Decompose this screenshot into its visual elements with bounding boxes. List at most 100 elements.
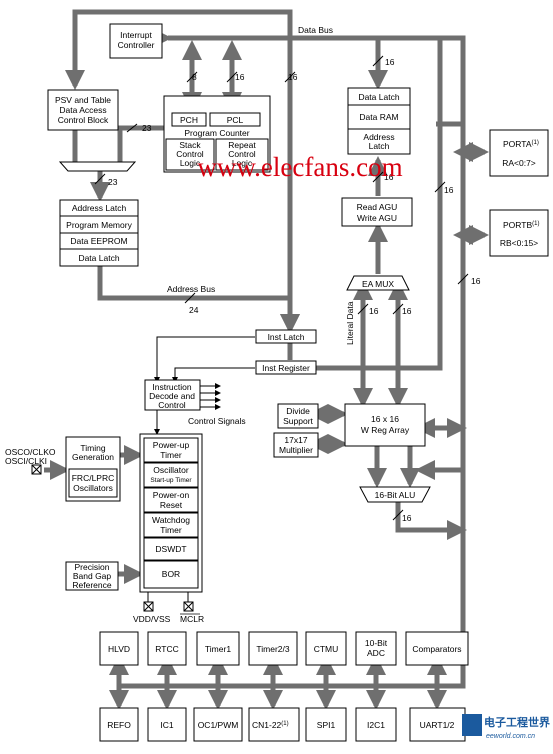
precision-band-gap: Precision Band Gap Reference xyxy=(65,561,119,591)
divide-label-2: Support xyxy=(283,416,313,426)
rtcc-label: RTCC xyxy=(155,644,178,654)
control-lines xyxy=(147,336,255,602)
multiplier-label-1: 17x17 xyxy=(284,435,307,445)
data-latch-label: Data Latch xyxy=(78,253,119,263)
cn-label: CN1-22(1) xyxy=(252,720,289,730)
precision-label-2: Band Gap xyxy=(73,571,112,581)
watchdog-label-1: Watchdog xyxy=(152,515,190,525)
watermark: www.elecfans.com xyxy=(197,152,402,182)
repeat-label-3: Logic xyxy=(232,158,253,168)
register-to-decode xyxy=(172,367,255,383)
inst-latch-label: Inst Latch xyxy=(268,332,305,342)
timing-label-1: Timing xyxy=(80,443,105,453)
uart-label: UART1/2 xyxy=(420,720,455,730)
read-agu-label: Read AGU xyxy=(357,202,398,212)
dswdt-label: DSWDT xyxy=(155,544,186,554)
literal-data-label: Literal Data xyxy=(345,301,355,345)
ctmu-label: CTMU xyxy=(314,644,339,654)
wreg-label-2: W Reg Array xyxy=(361,425,410,435)
program-memory-group: Address Latch Program Memory Data EEPROM… xyxy=(59,199,139,267)
decode-label-1: Instruction xyxy=(152,382,191,392)
frc-label-2: Oscillators xyxy=(73,483,113,493)
data-latch-top-label: Data Latch xyxy=(358,92,399,102)
bus-width-labels: 8 16 16 16 23 23 16 16 16 24 16 16 16 xyxy=(108,57,481,523)
psv-label-1: PSV and Table xyxy=(55,95,111,105)
watchdog-label-2: Timer xyxy=(160,525,182,535)
hlvd-label: HLVD xyxy=(108,644,130,654)
vdd-pin xyxy=(143,601,154,612)
width-trunk-a: 16 xyxy=(444,185,454,195)
width-mux-2: 16 xyxy=(402,306,412,316)
peripheral-bus xyxy=(119,598,466,689)
precision-label-1: Precision xyxy=(75,562,110,572)
width-alu: 16 xyxy=(402,513,412,523)
ea-mux: EA MUX xyxy=(346,275,410,291)
psv-label-3: Control Block xyxy=(58,115,109,125)
address-mux xyxy=(58,161,137,172)
wreg-label-1: 16 x 16 xyxy=(371,414,399,424)
width-addr-bus: 24 xyxy=(189,305,199,315)
alu-label: 16-Bit ALU xyxy=(375,490,416,500)
reset-group: Power-up Timer Oscillator Start-up Timer… xyxy=(139,433,203,593)
width-inst: 16 xyxy=(288,72,298,82)
power-on-label-1: Power-on xyxy=(153,490,190,500)
timing-label-2: Generation xyxy=(72,452,114,462)
program-counter-group: PCH PCL Program Counter Stack Control Lo… xyxy=(163,95,271,173)
width-mux-1: 16 xyxy=(369,306,379,316)
eeworld-logo: 电子工程世界 eeworld.com.cn xyxy=(462,714,550,740)
multiplier: 17x17 Multiplier xyxy=(273,432,319,458)
porta-pins: RA<0:7> xyxy=(502,158,536,168)
mclr-pin xyxy=(183,601,194,612)
osc-pin xyxy=(31,464,42,475)
portb-pins: RB<0:15> xyxy=(500,238,538,248)
inst-register: Inst Register xyxy=(255,360,317,375)
stack-label-2: Control xyxy=(176,149,204,159)
portb-block: PORTB(1) RB<0:15> xyxy=(489,209,549,257)
repeat-label-1: Repeat xyxy=(228,140,256,150)
data-ram-group: Data Latch Data RAM Address Latch xyxy=(347,87,411,155)
width-trunk-b: 16 xyxy=(471,276,481,286)
agu-block: Read AGU Write AGU xyxy=(341,197,413,227)
pch-label: PCH xyxy=(180,115,198,125)
timer23-label: Timer2/3 xyxy=(256,644,289,654)
porta-block: PORTA(1) RA<0:7> xyxy=(489,129,549,177)
timing-generation: Timing Generation FRC/LPRC Oscillators xyxy=(65,436,121,502)
multiplier-label-2: Multiplier xyxy=(279,445,313,455)
spi1-label: SPI1 xyxy=(317,720,336,730)
peripherals-bottom: REFO IC1 OC1/PWM CN1-22(1) SPI1 I2C1 UAR… xyxy=(99,707,466,742)
power-up-label-2: Timer xyxy=(160,450,182,460)
pcl-label: PCL xyxy=(227,115,244,125)
address-bus-line xyxy=(97,266,300,334)
divide-label-1: Divide xyxy=(286,406,310,416)
porta-name: PORTA(1) xyxy=(503,139,539,149)
width-pc-mux: 23 xyxy=(142,123,152,133)
address-bus-label: Address Bus xyxy=(167,284,215,294)
inst-latch: Inst Latch xyxy=(255,329,317,344)
program-counter-label: Program Counter xyxy=(184,128,249,138)
comparators-label: Comparators xyxy=(412,644,461,654)
pc-to-mux xyxy=(117,125,164,164)
write-agu-label: Write AGU xyxy=(357,213,397,223)
width-pch: 8 xyxy=(192,72,197,82)
interrupt-controller: Interrupt Controller xyxy=(109,23,163,59)
i2c1-label: I2C1 xyxy=(367,720,385,730)
stack-label-1: Stack xyxy=(179,140,201,150)
precision-label-3: Reference xyxy=(72,580,111,590)
oc1-label: OC1/PWM xyxy=(198,720,239,730)
buses xyxy=(44,9,489,710)
program-memory-label: Program Memory xyxy=(66,220,132,230)
address-latch-top-label-2: Latch xyxy=(369,141,390,151)
address-latch-top-label-1: Address xyxy=(363,132,394,142)
alu: 16-Bit ALU xyxy=(359,486,431,503)
portb-name: PORTB(1) xyxy=(503,220,539,230)
stack-label-3: Logic xyxy=(180,158,201,168)
alu-out xyxy=(395,502,467,540)
data-eeprom-label: Data EEPROM xyxy=(70,236,127,246)
power-up-label-1: Power-up xyxy=(153,440,190,450)
oscillator-label-1: Oscillator xyxy=(153,465,189,475)
bor-label: BOR xyxy=(162,569,180,579)
width-addr: 23 xyxy=(108,177,118,187)
logo-text: 电子工程世界 xyxy=(484,715,550,729)
ea-mux-label: EA MUX xyxy=(362,279,394,289)
